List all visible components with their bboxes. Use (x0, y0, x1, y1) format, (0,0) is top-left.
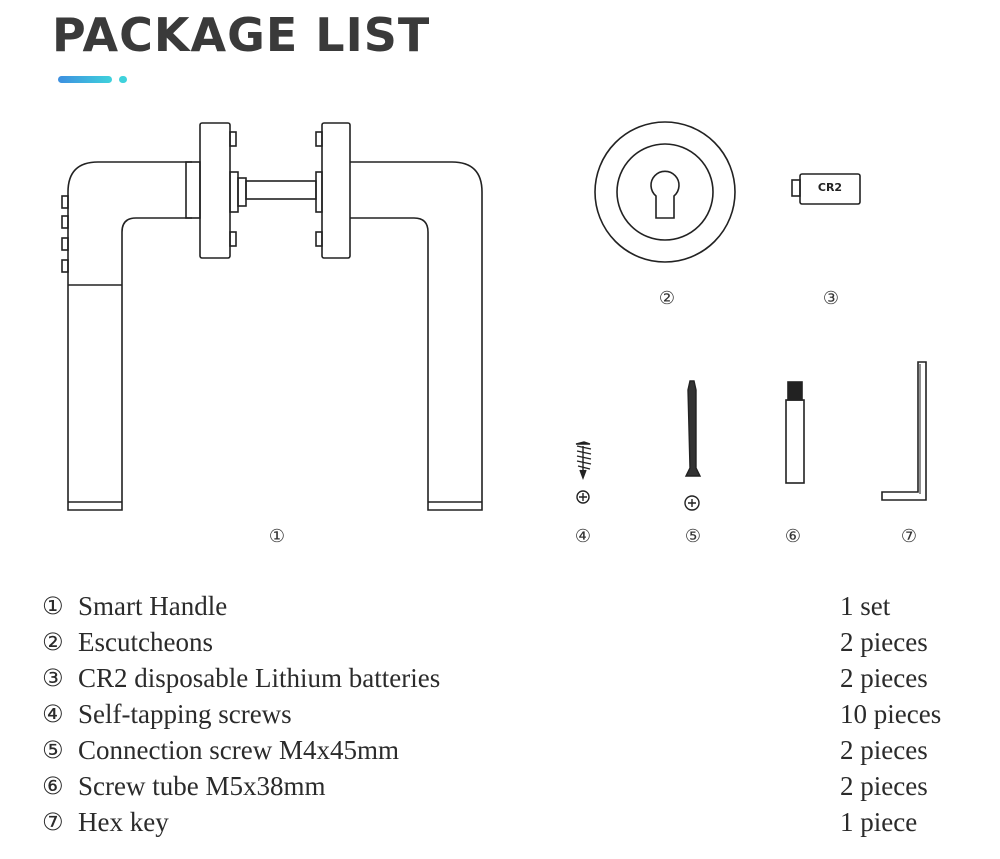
label-handle-number: ① (268, 526, 286, 547)
title-accent-bar (58, 76, 112, 83)
package-diagram (61, 121, 927, 511)
label-battery-number: ③ (822, 288, 840, 309)
battery-label: CR2 (817, 181, 843, 194)
item-quantity: 1 set (840, 591, 891, 621)
battery-illustration (791, 173, 861, 205)
list-item: ⑥ Screw tube M5x38mm 2 pieces (40, 768, 980, 804)
smart-handle-illustration (61, 122, 483, 511)
item-name: Connection screw M4x45mm (78, 735, 399, 765)
item-quantity: 2 pieces (840, 627, 928, 657)
list-item: ② Escutcheons 2 pieces (40, 624, 980, 660)
connection-screw-illustration (684, 380, 702, 511)
label-hex-key-number: ⑦ (900, 526, 918, 547)
screw-tube-illustration (785, 381, 805, 484)
item-name: Smart Handle (78, 591, 228, 621)
item-quantity: 10 pieces (840, 699, 942, 729)
item-index: ③ (42, 664, 64, 692)
item-index: ⑥ (42, 772, 64, 800)
item-index: ① (42, 592, 64, 620)
item-name: Escutcheons (78, 627, 213, 657)
label-screw-tube-number: ⑥ (784, 526, 802, 547)
label-connection-screw-number: ⑤ (684, 526, 702, 547)
package-item-list: ① Smart Handle 1 set ② Escutcheons 2 pie… (40, 588, 980, 840)
item-quantity: 2 pieces (840, 663, 928, 693)
self-tapping-screw-illustration (575, 441, 592, 504)
label-self-tapping-number: ④ (574, 526, 592, 547)
item-name: Screw tube M5x38mm (78, 771, 326, 801)
item-name: Self-tapping screws (78, 699, 292, 729)
list-item: ⑦ Hex key 1 piece (40, 804, 980, 840)
item-quantity: 2 pieces (840, 771, 928, 801)
page-title: PACKAGE LIST (52, 8, 431, 62)
hex-key-illustration (881, 361, 927, 501)
item-quantity: 1 piece (840, 807, 918, 837)
item-name: Hex key (78, 807, 169, 837)
item-index: ⑤ (42, 736, 64, 764)
item-index: ⑦ (42, 808, 64, 836)
item-name: CR2 disposable Lithium batteries (78, 663, 441, 693)
list-item: ① Smart Handle 1 set (40, 588, 980, 624)
label-escutcheon-number: ② (658, 288, 676, 309)
list-item: ③ CR2 disposable Lithium batteries 2 pie… (40, 660, 980, 696)
item-quantity: 2 pieces (840, 735, 928, 765)
escutcheon-illustration (594, 121, 736, 263)
list-item: ⑤ Connection screw M4x45mm 2 pieces (40, 732, 980, 768)
list-item: ④ Self-tapping screws 10 pieces (40, 696, 980, 732)
item-index: ② (42, 628, 64, 656)
title-accent-dot (119, 76, 127, 83)
item-index: ④ (42, 700, 64, 728)
